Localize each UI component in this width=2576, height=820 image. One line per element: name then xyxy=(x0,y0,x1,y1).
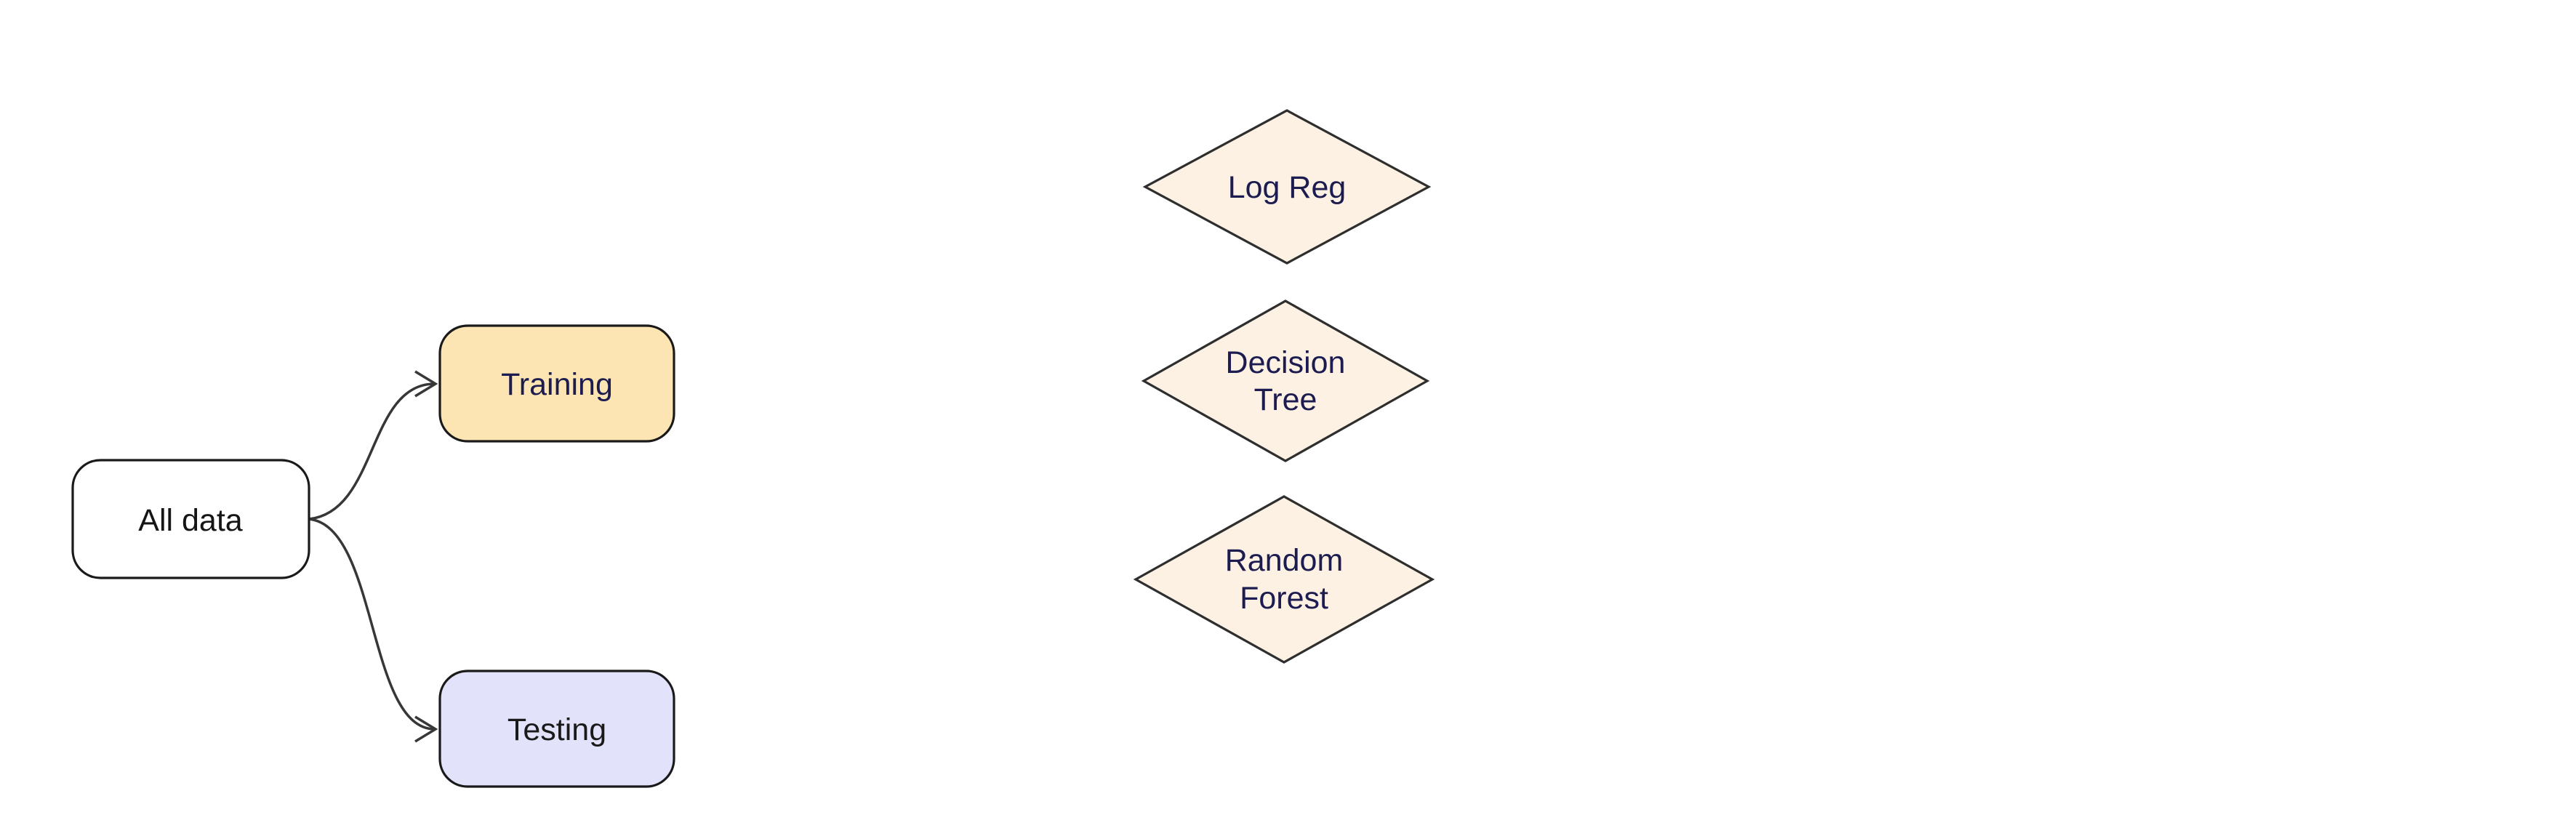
node-all-data: All data xyxy=(71,459,310,579)
training-box xyxy=(438,324,675,443)
log-reg-diamond xyxy=(1142,109,1432,265)
node-random-forest: Random Forest xyxy=(1133,495,1435,664)
node-decision-tree: Decision Tree xyxy=(1141,300,1430,462)
decision-tree-label-line1: Decision xyxy=(1226,345,1346,380)
testing-box xyxy=(438,670,675,788)
node-testing: Testing xyxy=(438,670,675,788)
node-log-reg: Log Reg xyxy=(1142,109,1432,265)
training-label: Training xyxy=(501,367,613,402)
arrowhead-testing-icon xyxy=(414,715,438,743)
log-reg-label: Log Reg xyxy=(1228,170,1347,205)
arrowhead-training-icon xyxy=(414,370,438,398)
all-data-box xyxy=(71,459,310,579)
edge-line-training xyxy=(308,382,436,520)
edge-all-data-to-testing xyxy=(308,518,438,743)
random-forest-label-line1: Random xyxy=(1225,543,1344,578)
decision-tree-label-line2: Tree xyxy=(1254,382,1317,417)
edge-line-testing xyxy=(308,518,436,731)
random-forest-label-line2: Forest xyxy=(1240,581,1328,616)
testing-label: Testing xyxy=(507,712,606,747)
edge-all-data-to-training xyxy=(308,370,438,520)
node-training: Training xyxy=(438,324,675,443)
decision-tree-diamond xyxy=(1141,300,1430,462)
random-forest-diamond xyxy=(1133,495,1435,664)
all-data-label: All data xyxy=(138,503,243,538)
